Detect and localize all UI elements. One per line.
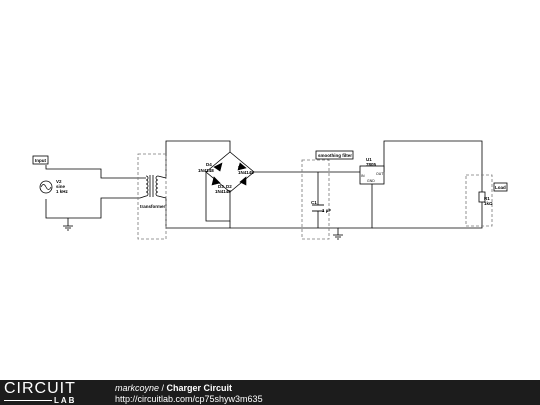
- c1-value-label: 1 µF: [322, 208, 331, 213]
- title-separator: /: [159, 383, 167, 393]
- u1-part-label: 7805: [366, 162, 377, 167]
- d3-d2-part-label: 1N4148: [215, 189, 231, 194]
- d4-part-label: 1N4148: [198, 168, 214, 173]
- load-tag-box: [493, 182, 508, 192]
- wire-secondary-top: [165, 140, 231, 178]
- r1-ref-label: R1: [484, 196, 490, 201]
- circuit-url-link[interactable]: http://circuitlab.com/cp75shyw3m635: [115, 394, 263, 404]
- circuitlab-logo-word[interactable]: CIRCUIT: [4, 380, 76, 397]
- ground-icon: [333, 234, 343, 240]
- u1-pin-gnd-label: GND: [367, 179, 375, 183]
- transformer-label: transformer: [140, 204, 166, 209]
- transformer-group-box: [137, 153, 167, 240]
- d1-part-label: 1N4148: [238, 170, 254, 175]
- wire-load-return: [372, 202, 483, 229]
- d3-ref-label: D3: [218, 184, 224, 189]
- transformer-symbol: [139, 175, 167, 199]
- smoothing-filter-tag-label: smoothing filter: [318, 153, 352, 158]
- r1-value-label: 1kΩ: [484, 201, 493, 206]
- wire-secondary-bottom: [165, 198, 231, 229]
- u1-ref-label: U1: [366, 157, 372, 162]
- v2-type-label: sine: [56, 184, 66, 189]
- circuitlab-logo-sub[interactable]: LAB: [54, 396, 77, 405]
- diode-d4-symbol: [213, 162, 223, 172]
- resistor-r1-symbol: [478, 191, 486, 203]
- v2-freq-label: 1 kHz: [56, 189, 69, 194]
- wire-input-bottom: [45, 197, 140, 219]
- load-tag-label: Load: [495, 185, 506, 190]
- regulator-u1-box: [359, 165, 385, 185]
- diode-d2-symbol: [239, 176, 247, 186]
- wire-dc-negative: [230, 227, 339, 235]
- wire-reg-out: [383, 140, 483, 192]
- diode-d3-symbol: [211, 176, 221, 186]
- wire-reg-gnd: [338, 184, 373, 229]
- circuit-title: Charger Circuit: [166, 383, 233, 393]
- load-group-box: [465, 174, 493, 227]
- c1-ref-label: C1: [311, 200, 317, 205]
- input-tag-label: Input: [35, 158, 46, 163]
- wire-input-top: [45, 165, 140, 179]
- d1-ref-label: D1: [238, 165, 244, 170]
- wire-bridge-left: [205, 172, 231, 222]
- d2-ref-label: D2: [226, 184, 232, 189]
- smoothing-filter-tag-box: [315, 150, 354, 160]
- ground-icon: [63, 225, 73, 231]
- input-tag-box: [32, 155, 49, 165]
- footer-bar: [0, 380, 540, 405]
- d4-ref-label: D4: [206, 162, 212, 167]
- u1-pin-in-label: IN: [361, 174, 365, 178]
- capacitor-c1-symbol: [312, 204, 324, 212]
- v2-ref-label: V2: [56, 179, 62, 184]
- diode-d1-symbol: [237, 162, 247, 171]
- footer-title-line: markcoyne / Charger Circuit: [115, 383, 232, 394]
- author-link[interactable]: markcoyne: [115, 383, 160, 393]
- logo-underline: [4, 400, 52, 401]
- smoothing-filter-group-box: [301, 159, 330, 240]
- sine-wave-icon: [40, 184, 52, 190]
- u1-pin-out-label: OUT: [376, 172, 384, 176]
